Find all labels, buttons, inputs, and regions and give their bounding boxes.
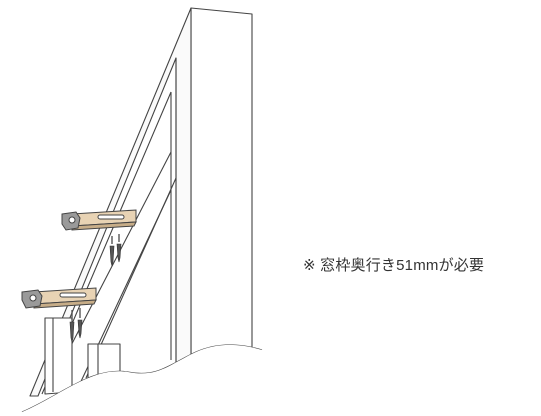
window-frame (29, 7, 253, 397)
depth-requirement-note: ※ 窓枠奥行き51mmが必要 (303, 257, 485, 274)
upper-bracket-icon (61, 209, 137, 231)
screw-icon (109, 245, 115, 267)
upper-bracket-slot (97, 214, 125, 220)
screw-icon (77, 319, 83, 339)
screw-icon (116, 243, 122, 263)
rail-block-left (44, 317, 73, 395)
frame-front-face (190, 7, 253, 363)
screw-icon (69, 321, 75, 343)
lower-bracket-slot (59, 292, 87, 298)
upper-screws (109, 234, 122, 267)
lower-screws (69, 308, 83, 343)
lower-bracket-icon (21, 287, 97, 309)
